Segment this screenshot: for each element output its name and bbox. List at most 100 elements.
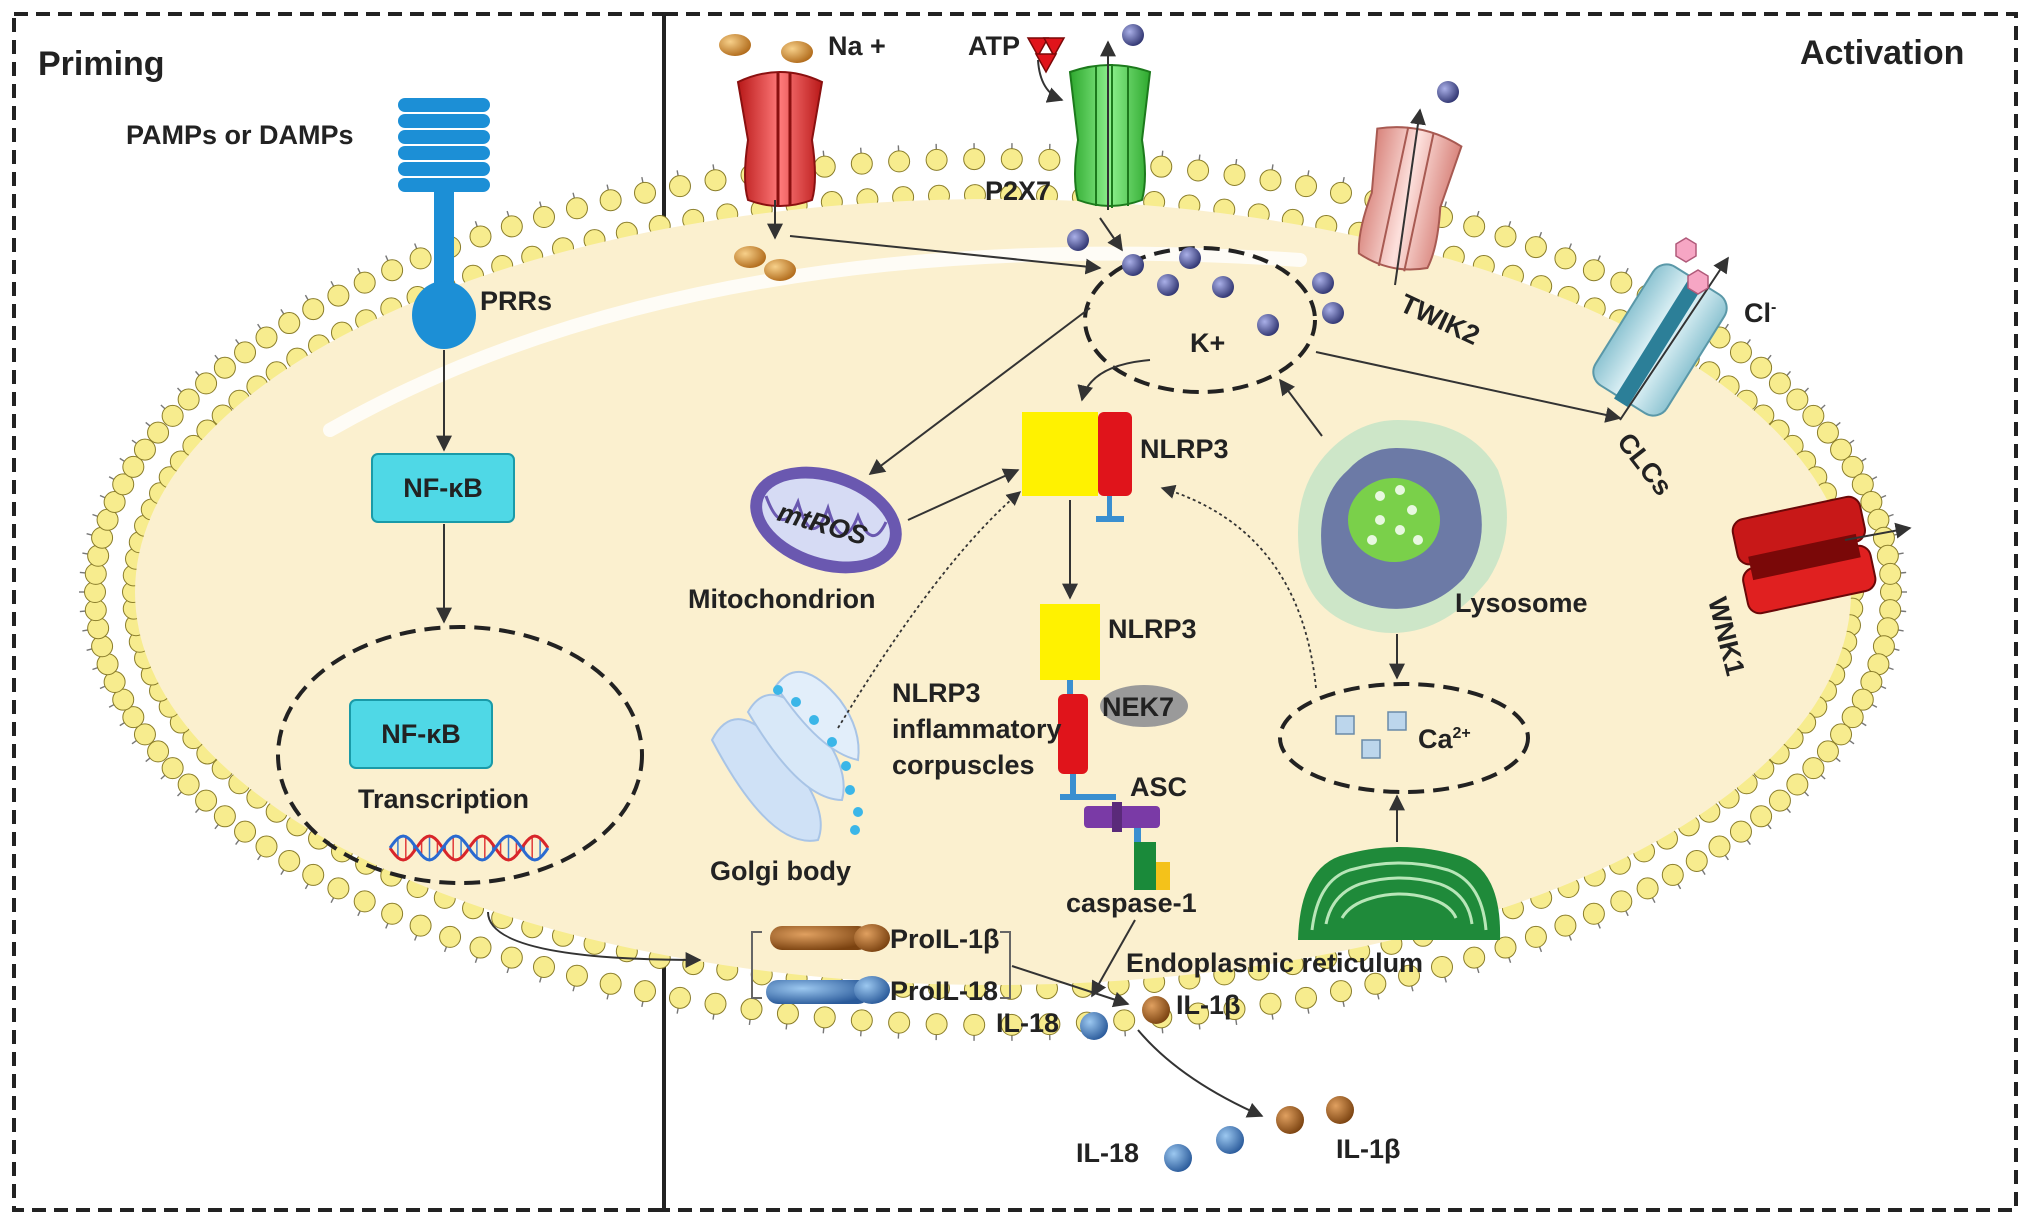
lipid-head: [1494, 936, 1517, 959]
golgi-body-icon: [710, 670, 863, 842]
lipid-head: [1259, 169, 1282, 192]
lipid-head: [381, 902, 404, 925]
lipid-head: [1879, 562, 1902, 585]
lipid-head: [704, 169, 727, 192]
golgi-to-nlrp3-arrow: [837, 491, 1022, 729]
lipid-head: [255, 326, 278, 349]
lipid-head: [381, 259, 404, 282]
nlrp3-mid-label: NLRP3: [1108, 614, 1197, 644]
lipid-head: [1816, 421, 1839, 444]
lipid-head: [1841, 455, 1864, 478]
nucleus: [276, 625, 644, 885]
lipid-head: [599, 972, 622, 995]
lipid-head: [302, 863, 325, 886]
lipid-head: [1708, 835, 1731, 858]
na-ion: [764, 259, 796, 281]
lipid-head: [599, 189, 622, 212]
lipid-head: [147, 740, 170, 763]
nlrp3-top-label: NLRP3: [1140, 434, 1229, 464]
lipid-head: [327, 284, 350, 307]
twik2-efflux-arrow: [1394, 108, 1426, 286]
il1b-outer-label: IL-1β: [1336, 1134, 1400, 1164]
lipid-head: [1582, 902, 1605, 925]
na-to-k-arrow: [789, 235, 1102, 275]
lipid-head: [409, 914, 432, 937]
nfkb-nucleus-box: [349, 699, 493, 769]
lipid-head: [1661, 863, 1684, 886]
lipid-head: [234, 341, 257, 364]
wnk1-channel: [1731, 495, 1877, 615]
lipid-head: [133, 723, 156, 746]
lipid-head: [1610, 271, 1633, 294]
lipid-head: [1295, 986, 1318, 1009]
lipid-head: [668, 175, 691, 198]
nfkb-cytoplasm-box: [371, 453, 515, 523]
lipid-head: [1329, 181, 1352, 204]
lipid-head: [850, 152, 873, 175]
proil18-label: ProIL-18: [890, 976, 998, 1006]
lipid-head: [1610, 890, 1633, 913]
nlrp3-top-yellow: [1022, 412, 1098, 496]
il18-outer-label: IL-18: [1076, 1138, 1139, 1168]
lipid-head: [1259, 992, 1282, 1015]
k-ion: [1122, 24, 1144, 46]
lipid-head: [925, 148, 948, 171]
na-ion: [734, 246, 766, 268]
caspase1-label: caspase-1: [1066, 888, 1197, 918]
proil-cleavage-arrow: [1011, 965, 1130, 1008]
lipid-head: [963, 1013, 986, 1036]
lipid-head: [1786, 773, 1809, 796]
lipid-head: [1554, 914, 1577, 937]
na-ion: [719, 34, 751, 56]
nek7-shape: [1100, 685, 1188, 727]
lipid-head: [925, 1013, 948, 1036]
lipid-head: [122, 455, 145, 478]
nlrp3-mid-yellow: [1040, 604, 1100, 680]
lipid-head: [1802, 757, 1825, 780]
lipid-head: [634, 181, 657, 204]
pamps-label: PAMPs or DAMPs: [126, 120, 354, 150]
er-label: Endoplasmic reticulum: [1126, 948, 1423, 978]
il1b-ion: [1142, 996, 1170, 1024]
lipid-head: [112, 473, 135, 496]
atp-label: ATP: [968, 31, 1020, 61]
k-to-nlrp3-arrow: [1077, 359, 1151, 402]
activation-title: Activation: [1800, 34, 1964, 72]
nlrp3-top-pyd: [1096, 516, 1124, 522]
lipid-head: [888, 150, 911, 173]
lipid-head: [1431, 955, 1453, 978]
lipid-head: [1802, 404, 1825, 427]
transcription-label: Transcription: [358, 784, 529, 814]
lipid-head: [704, 992, 727, 1015]
nlrp3-mid-link: [1067, 680, 1073, 696]
p2x7-channel: [1068, 64, 1152, 208]
lipid-head: [1636, 877, 1659, 900]
lipid-head: [1187, 159, 1210, 182]
mito-to-nlrp3-arrow: [907, 468, 1020, 521]
lipid-head: [177, 773, 200, 796]
lipid-head: [234, 820, 257, 843]
endoplasmic-reticulum-icon: [1298, 847, 1501, 940]
k-ion: [1067, 229, 1089, 251]
lipid-head: [1851, 688, 1874, 711]
lipid-head: [1524, 236, 1547, 259]
na-channel: [736, 71, 824, 207]
lipid-head: [161, 757, 184, 780]
lipid-head: [1876, 617, 1899, 640]
proil-bracket-left: [751, 931, 762, 999]
lipid-head: [353, 890, 376, 913]
lipid-head: [1768, 372, 1791, 395]
lipid-head: [255, 835, 278, 858]
lipid-head: [1295, 175, 1318, 198]
transcription-to-proil-arrow: [487, 911, 702, 968]
inflammasome-label-2: inflammatory: [892, 714, 1062, 744]
lipid-head: [302, 298, 325, 321]
lipid-head: [87, 617, 110, 640]
lipid-head: [177, 388, 200, 411]
lipid-head: [776, 1002, 799, 1025]
il18-inner-label: IL-18: [996, 1008, 1059, 1038]
lysosome-label: Lysosome: [1455, 588, 1588, 618]
lipid-head: [1872, 526, 1895, 549]
lipid-head: [278, 849, 301, 872]
lipid-head: [327, 877, 350, 900]
